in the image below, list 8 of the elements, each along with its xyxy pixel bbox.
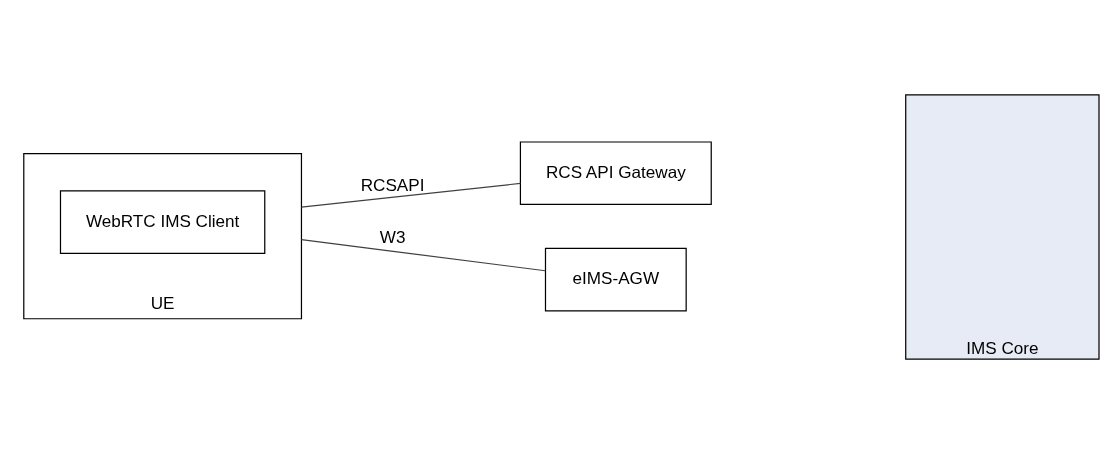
node-box: WebRTC IMS Client: [59, 190, 266, 254]
connector: [300, 182, 521, 208]
edge-label: RCSAPI: [360, 175, 425, 195]
node-box: IMS Core: [905, 94, 1100, 360]
node-box: eIMS-AGW: [544, 247, 687, 312]
connector: [300, 239, 546, 272]
node-box: RCS API Gateway: [519, 141, 712, 205]
edge-label: W3: [379, 228, 406, 248]
